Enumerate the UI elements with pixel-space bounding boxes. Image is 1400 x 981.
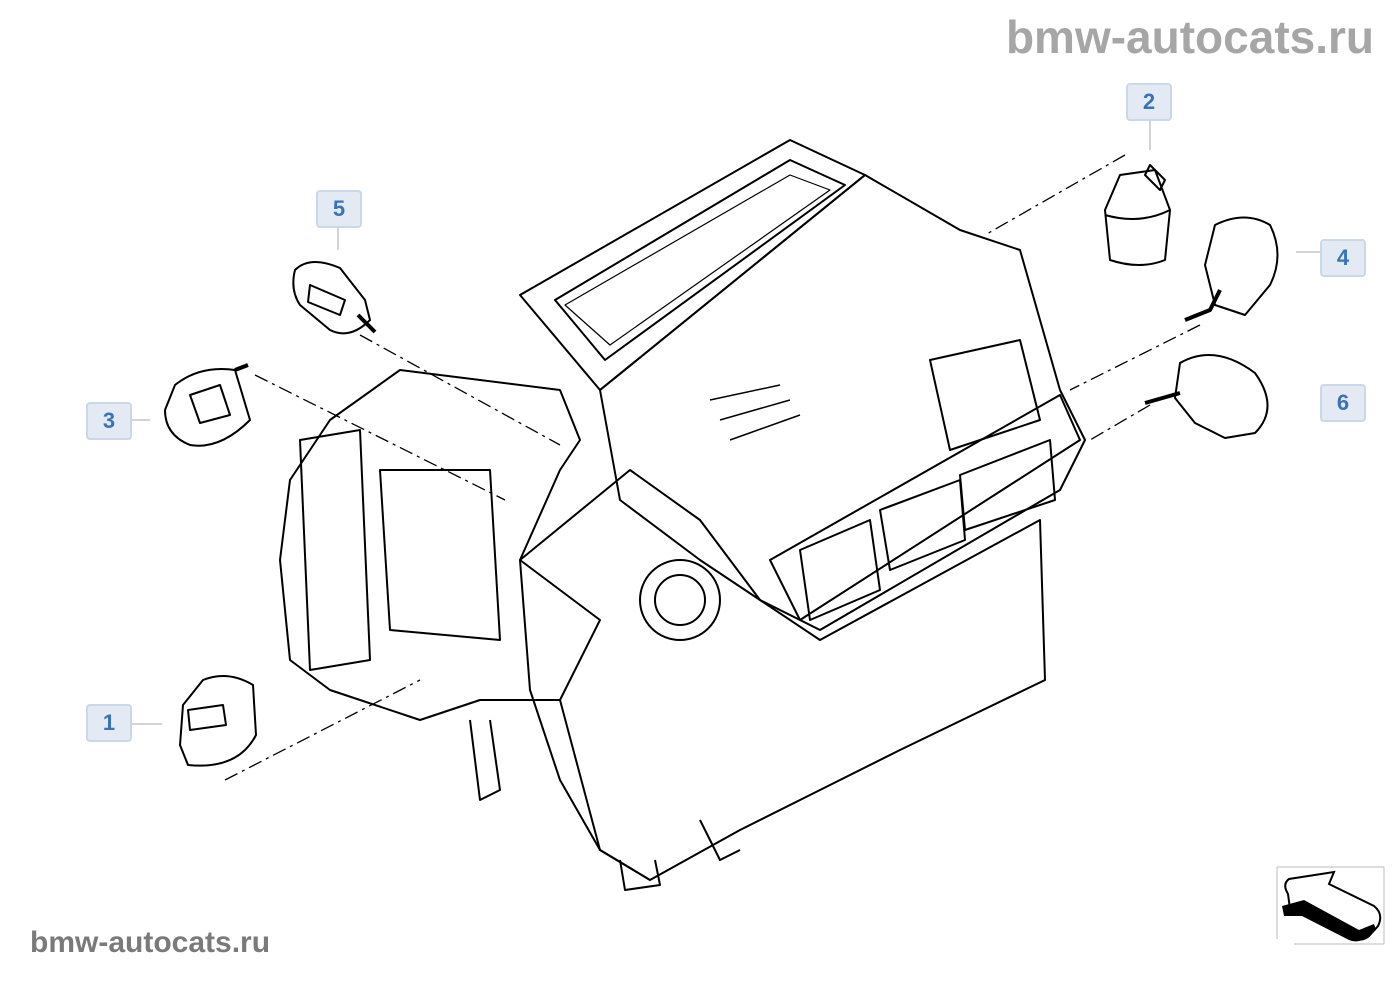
callout-2[interactable]: 2 — [1126, 83, 1172, 121]
back-arrow-icon — [1276, 866, 1385, 945]
watermark-top: bmw-autocats.ru — [1005, 11, 1374, 63]
callout-3[interactable]: 3 — [86, 402, 132, 440]
leader-lines — [224, 154, 1201, 781]
back-navigation-button[interactable] — [1274, 864, 1388, 946]
actuator-4 — [1184, 216, 1279, 322]
actuator-1 — [179, 675, 257, 767]
callout-5[interactable]: 5 — [316, 190, 362, 228]
callout-6[interactable]: 6 — [1320, 384, 1366, 422]
actuator-2 — [1104, 164, 1171, 266]
actuator-5 — [292, 261, 377, 335]
actuator-6 — [1144, 354, 1269, 439]
callout-4[interactable]: 4 — [1320, 239, 1366, 277]
watermark-bottom: bmw-autocats.ru — [30, 926, 271, 959]
actuator-3 — [164, 363, 251, 447]
callout-1[interactable]: 1 — [86, 704, 132, 742]
heater-housing — [279, 139, 1086, 891]
